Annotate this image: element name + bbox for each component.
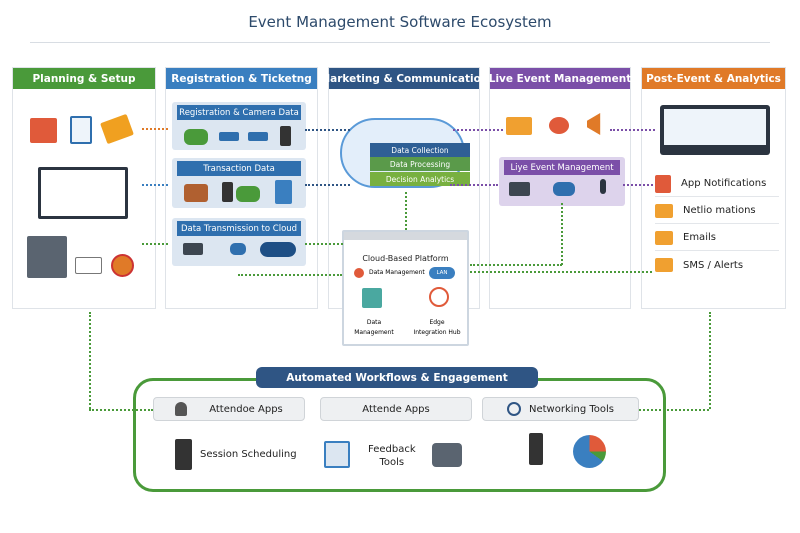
attendee-apps-button[interactable]: Attendoe Apps: [153, 397, 305, 421]
connector: [405, 192, 407, 230]
microphone-icon: [600, 179, 606, 194]
column-header: Post-Event & Analytics: [642, 68, 785, 89]
attendee-apps-button[interactable]: Attende Apps: [320, 397, 472, 421]
connector: [142, 184, 168, 186]
connector: [89, 409, 153, 411]
cloud-layer: Decision Analytics: [370, 172, 470, 186]
attendee-icon: [175, 402, 188, 416]
connector: [305, 184, 350, 186]
connector: [450, 184, 498, 186]
envelope-icon: [655, 230, 673, 245]
dashboard-monitor-icon: [660, 105, 770, 155]
envelope-icon: [655, 258, 673, 272]
card-icon: [248, 132, 268, 141]
cloud-layer: Data Collection: [370, 143, 470, 157]
floor-plan-icon: [38, 167, 128, 219]
feedback-form-icon: [324, 441, 350, 468]
list-item: SMS / Alerts: [655, 252, 779, 278]
connector: [238, 274, 342, 276]
server-icon: [183, 243, 203, 255]
pie-chart-icon: [573, 435, 606, 468]
connector: [89, 312, 91, 409]
cloud-platform-box: Cloud-Based Platform Data Management LAN…: [342, 230, 469, 346]
app-notification-icon: [655, 174, 671, 193]
money-icon: [111, 254, 134, 277]
connector: [561, 203, 563, 265]
envelope-icon: [655, 203, 673, 218]
networking-tools-button[interactable]: Networking Tools: [482, 397, 639, 421]
column-header: Live Event Management: [489, 68, 631, 89]
list-item: App Notifications: [655, 171, 779, 197]
connector: [142, 128, 168, 130]
power-tower-icon: [27, 236, 67, 278]
cloud-layer: Data Processing: [370, 157, 470, 171]
atm-icon: [275, 180, 292, 204]
panel-title: Registration & Camera Data: [177, 105, 301, 120]
connector: [142, 243, 168, 245]
panel-registration-data: Registration & Camera Data: [172, 102, 306, 150]
connector: [470, 264, 562, 266]
panel-title: Data Transmission to Cloud: [177, 221, 301, 236]
connector: [623, 184, 653, 186]
panel-title: Transaction Data: [177, 161, 301, 176]
email-icon: [506, 117, 532, 135]
timer-icon: [506, 402, 521, 416]
kiosk-icon: [184, 184, 208, 202]
phone-schedule-icon: [175, 439, 192, 470]
blueprint-icon: [75, 257, 102, 274]
plant-icon: [184, 129, 208, 145]
diagram-title: Event Management Software Ecosystem: [248, 13, 552, 31]
platform-data-management: Data Management: [369, 269, 425, 276]
data-icon: [362, 288, 382, 308]
stopwatch-icon: [429, 287, 449, 307]
phone-icon: [280, 126, 291, 146]
workflow-title: Automated Workflows & Engagement: [256, 367, 538, 388]
calendar-icon: [30, 118, 57, 143]
lan-badge: LAN: [429, 267, 455, 279]
lock-icon: [354, 268, 364, 278]
panel-title: Liye Event Management: [504, 160, 620, 175]
connector: [610, 129, 655, 131]
cloud-server-icon: [260, 242, 296, 257]
phone-icon: [222, 182, 233, 202]
connector: [453, 129, 503, 131]
panel-live-event: Liye Event Management: [499, 157, 625, 206]
checklist-icon: [70, 116, 92, 144]
router-icon: [230, 243, 246, 255]
connector: [470, 271, 652, 273]
panel-transaction-data: Transaction Data: [172, 158, 306, 208]
plant-icon: [236, 186, 260, 202]
divider: [30, 42, 770, 43]
connector: [305, 243, 343, 245]
camera-chat-icon: [432, 443, 462, 467]
connector: [709, 312, 711, 409]
list-item: Netlio mations: [655, 198, 779, 224]
list-item: Emails: [655, 225, 779, 251]
connector: [639, 409, 709, 411]
router-icon: [553, 182, 575, 196]
twitter-icon: [549, 117, 569, 134]
session-scheduling-label: Session Scheduling: [200, 449, 297, 460]
server-icon: [509, 182, 530, 196]
platform-title: Cloud-Based Platform: [362, 254, 449, 263]
column-header: Planning & Setup: [13, 68, 155, 89]
card-icon: [219, 132, 239, 141]
panel-data-transmission: Data Transmission to Cloud: [172, 218, 306, 266]
column-header: Marketing & Communication: [320, 68, 488, 89]
column-header: Registration & Ticketng: [166, 68, 317, 89]
connector: [305, 129, 350, 131]
mobile-chart-icon: [529, 433, 543, 465]
